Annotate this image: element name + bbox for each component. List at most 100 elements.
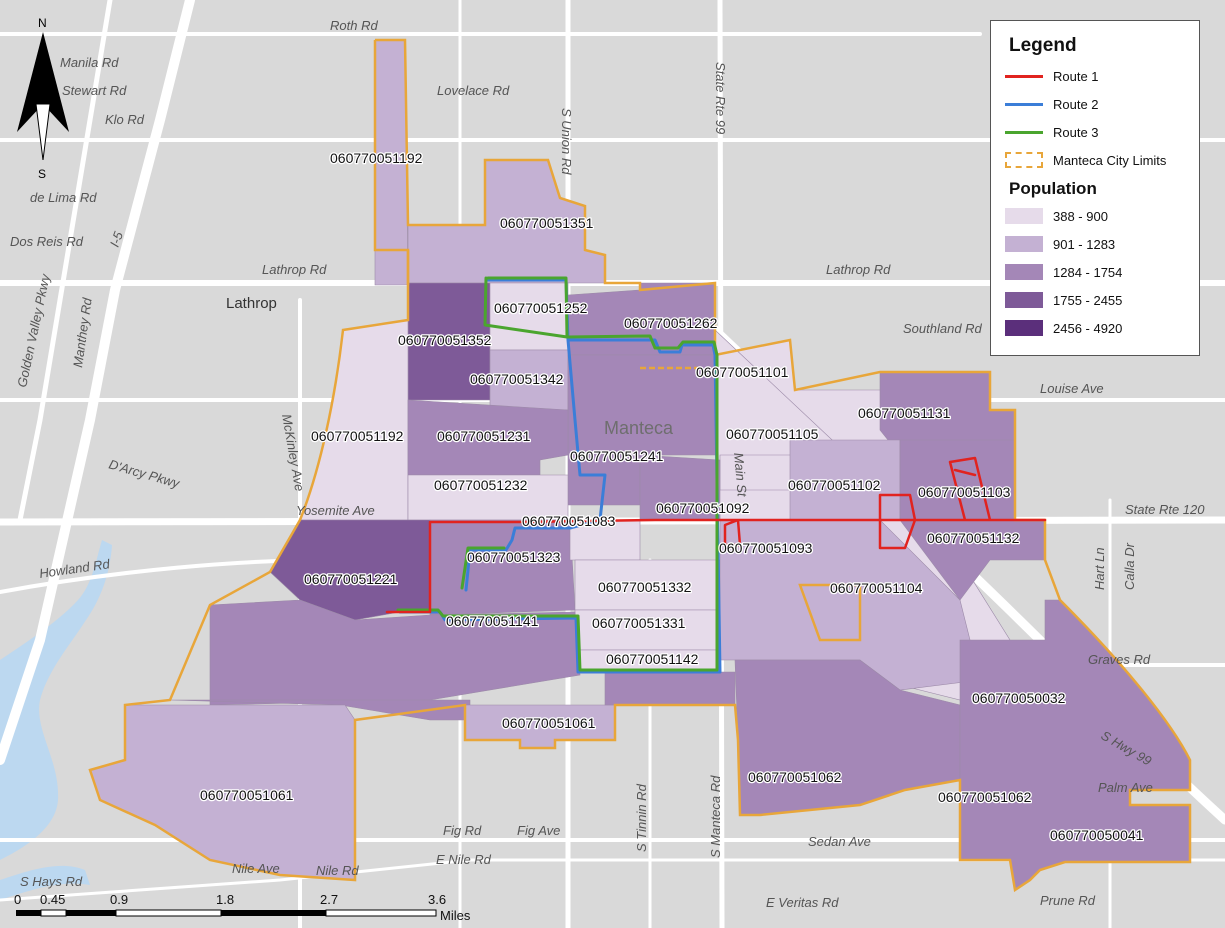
road-label-lathrop-east: Lathrop Rd xyxy=(826,262,891,277)
legend-swatch-class-5 xyxy=(1005,320,1043,336)
legend-item-route-2: Route 2 xyxy=(1005,93,1099,115)
scale-segment xyxy=(325,909,437,917)
scale-tick-label: 0 xyxy=(14,892,21,907)
tract-label: 060770051351 xyxy=(500,215,594,231)
scale-tick-label: 1.8 xyxy=(216,892,234,907)
road-label-tinnin: S Tinnin Rd xyxy=(634,783,649,852)
tract-label: 060770051241 xyxy=(570,448,664,464)
tract-label: 060770051101 xyxy=(696,364,789,380)
scale-tick-label: 2.7 xyxy=(320,892,338,907)
scale-segment xyxy=(40,909,67,917)
tract-label: 060770051061 xyxy=(502,715,596,731)
road-label-lovelace: Lovelace Rd xyxy=(437,83,510,98)
tract-label: 060770051192 xyxy=(311,428,404,444)
city-limits-outline xyxy=(88,38,1192,893)
road-label-dos-reis: Dos Reis Rd xyxy=(10,234,84,249)
tract-area-southwest xyxy=(169,699,471,721)
legend-label-class-4: 1755 - 2455 xyxy=(1053,292,1123,308)
legend-label-class-5: 2456 - 4920 xyxy=(1053,320,1123,336)
scale-segment xyxy=(66,910,116,916)
legend-swatch-class-2 xyxy=(1005,236,1043,252)
tract-label: 060770051142 xyxy=(606,651,699,667)
road-label-lathrop-west: Lathrop Rd xyxy=(262,262,327,277)
legend-item-class-2: 901 - 1283 xyxy=(1005,233,1115,255)
road-label-nile-ave: Nile Ave xyxy=(232,861,280,876)
scale-bar: 0 0.45 0.9 1.8 2.7 3.6 Miles xyxy=(14,892,471,923)
tract-label: 060770051102 xyxy=(788,477,881,493)
road-label-hays: S Hays Rd xyxy=(20,874,83,889)
legend-label-city-limits: Manteca City Limits xyxy=(1053,152,1167,168)
tract-label: 060770051262 xyxy=(624,315,718,331)
scale-tick-label: 0.45 xyxy=(40,892,65,907)
legend-item-class-5: 2456 - 4920 xyxy=(1005,317,1122,339)
tract-label: 060770051331 xyxy=(592,615,686,631)
road-sr120 xyxy=(0,858,1225,902)
legend-population-heading: Population xyxy=(1009,179,1097,198)
legend-swatch-class-3 xyxy=(1005,264,1043,280)
road-label-i5: I-5 xyxy=(107,229,127,249)
scale-tick-label: 0.9 xyxy=(110,892,128,907)
tract-label: 060770051131 xyxy=(858,405,951,421)
tract-label: 060770051093 xyxy=(719,540,813,556)
tract-label: 060770050041 xyxy=(1050,827,1144,843)
north-arrow-n-label: N xyxy=(38,16,47,30)
tract-label: 060770051061 xyxy=(200,787,294,803)
tract-label: 060770051062 xyxy=(938,789,1032,805)
road-i5 xyxy=(0,0,195,765)
tract-label: 060770051231 xyxy=(437,428,531,444)
road-label-klo: Klo Rd xyxy=(105,112,145,127)
road-label-manteca-rd: S Manteca Rd xyxy=(708,775,723,858)
tract-label: 060770051105 xyxy=(726,426,819,442)
road-label-louise: Louise Ave xyxy=(1040,381,1104,396)
place-label-manteca: Manteca xyxy=(604,418,674,438)
bus-routes xyxy=(385,276,1047,674)
road-label-yosemite: Yosemite Ave xyxy=(296,503,375,518)
legend-item-city-limits: Manteca City Limits xyxy=(1005,149,1166,171)
tract-label: 060770051352 xyxy=(398,332,492,348)
road-label-veritas: E Veritas Rd xyxy=(766,895,839,910)
road-label-e-nile: E Nile Rd xyxy=(436,852,492,867)
road-label-de-lima: de Lima Rd xyxy=(30,190,97,205)
tract-area-1252 xyxy=(489,282,569,351)
road-label-stewart: Stewart Rd xyxy=(62,83,127,98)
place-label-lathrop: Lathrop xyxy=(226,295,277,312)
legend-item-route-3: Route 3 xyxy=(1005,121,1099,143)
legend-label-route-1: Route 1 xyxy=(1053,68,1099,84)
tract-label: 060770051062 xyxy=(748,769,842,785)
tract-label: 060770051083 xyxy=(522,513,616,529)
tract-label: 060770051103 xyxy=(918,484,1011,500)
road-label-prune: Prune Rd xyxy=(1040,893,1096,908)
north-arrow-south-point xyxy=(35,103,51,161)
road-label-hart: Hart Ln xyxy=(1092,547,1107,590)
road-label-calla: Calla Dr xyxy=(1122,542,1137,590)
road-label-palm: Palm Ave xyxy=(1098,780,1153,795)
tract-label: 060770051132 xyxy=(927,530,1020,546)
tract-label: 060770051323 xyxy=(467,549,561,565)
road-label-union: S Union Rd xyxy=(559,108,574,175)
tract-area-1103 xyxy=(899,439,1016,521)
tract-label: 060770051332 xyxy=(598,579,692,595)
population-tracts xyxy=(89,39,1191,891)
road-label-fig-rd: Fig Rd xyxy=(443,823,482,838)
route-2-line xyxy=(398,278,722,674)
road-label-fig-ave: Fig Ave xyxy=(517,823,560,838)
road-golden-valley xyxy=(17,0,113,523)
tract-label: 060770050032 xyxy=(972,690,1066,706)
route-3-line xyxy=(396,276,719,672)
river-water xyxy=(0,540,112,860)
road-label-sedan: Sedan Ave xyxy=(808,834,871,849)
tract-label: 060770051192 xyxy=(330,150,423,166)
tract-label: 060770051141 xyxy=(446,613,539,629)
road-label-main: Main St xyxy=(731,452,750,499)
scale-unit-label: Miles xyxy=(440,908,471,923)
legend-panel: Legend Route 1 Route 2 Route 3 Manteca C… xyxy=(990,20,1200,356)
city-limits-main xyxy=(88,40,1192,893)
legend-title: Legend xyxy=(1009,35,1077,56)
legend-item-route-1: Route 1 xyxy=(1005,65,1099,87)
legend-swatch-route-2 xyxy=(1005,102,1043,106)
road-label-graves: Graves Rd xyxy=(1088,652,1151,667)
legend-swatch-city-limits xyxy=(1005,152,1043,168)
tract-label: 060770051092 xyxy=(656,500,750,516)
road-label-roth: Roth Rd xyxy=(330,18,378,33)
